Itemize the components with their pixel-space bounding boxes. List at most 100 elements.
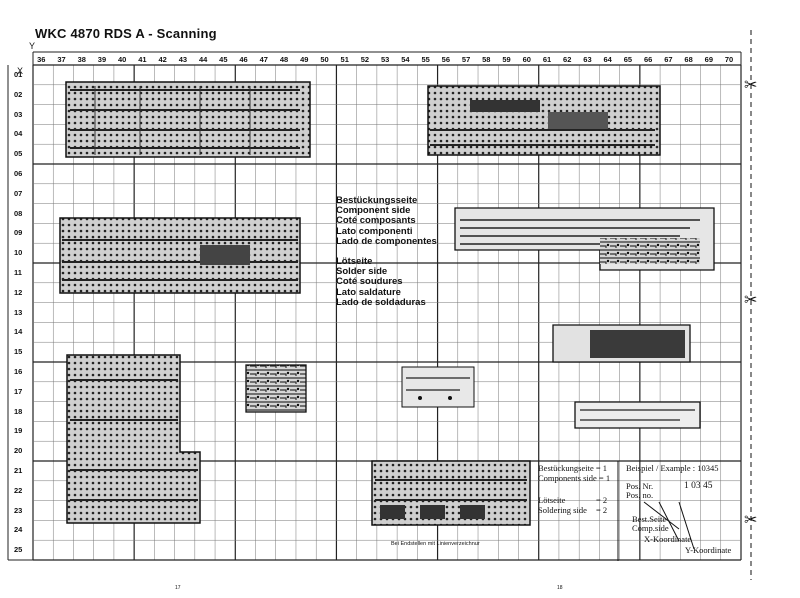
row-label: 01: [14, 69, 23, 79]
legend-best-seite: Best.Seite: [632, 514, 667, 524]
column-label: 69: [704, 55, 713, 64]
row-label: 24: [14, 525, 23, 535]
page-number-right: 18: [557, 585, 563, 591]
scissors-icon: ✂: [744, 77, 758, 94]
legend-solder-val-2: = 2: [596, 505, 608, 515]
pcb-board: [552, 324, 691, 363]
column-label: 43: [178, 55, 188, 64]
legend-x-koordinate: X-Koordinate: [644, 534, 692, 544]
row-label: 20: [14, 446, 23, 456]
column-label: 64: [603, 55, 612, 64]
column-label: 53: [381, 55, 390, 64]
column-label: 39: [97, 55, 107, 64]
row-label: 19: [14, 426, 23, 436]
column-label: 60: [522, 55, 531, 64]
column-label: 40: [118, 55, 127, 64]
row-label: 16: [14, 366, 23, 376]
row-label: 12: [14, 287, 23, 297]
pcb-board: [401, 366, 475, 408]
column-label: 42: [158, 55, 167, 64]
solder-side-line: Lado de soldaduras: [336, 296, 426, 308]
column-label: 63: [583, 55, 592, 64]
component-side-line: Coté composants: [336, 215, 416, 227]
legend-pos-no: Pos. no.: [626, 490, 654, 500]
legend-pos-digits: 1 03 45: [684, 481, 713, 491]
row-label: 09: [14, 228, 23, 238]
column-label: 66: [643, 55, 653, 64]
column-label: 59: [502, 55, 511, 64]
row-label: 25: [14, 545, 23, 555]
column-label: 41: [138, 55, 147, 64]
row-label: 06: [14, 168, 23, 178]
row-label: 14: [14, 327, 23, 337]
row-label: 04: [14, 129, 23, 139]
pcb-board: [427, 85, 661, 156]
y-axis-letter: Y: [29, 41, 36, 51]
pcb-board: [66, 354, 201, 524]
solder-side-line: Solder side: [336, 266, 388, 278]
component-side-line: Bestückungsseite: [336, 195, 418, 206]
column-label: 70: [724, 55, 734, 64]
legend-comp-de: Bestückungseite = 1: [538, 463, 608, 473]
component-side-line: Component side: [336, 205, 411, 217]
solder-side-line: Lato saldature: [336, 286, 401, 298]
row-label: 08: [14, 208, 23, 218]
row-label: 07: [14, 188, 23, 198]
solder-side-line: Lötseite: [336, 256, 373, 267]
row-label: 21: [14, 465, 23, 475]
row-label: 02: [14, 89, 23, 99]
column-label: 45: [219, 55, 228, 64]
pcb-board: [371, 460, 531, 526]
solder-side-line: Coté soudures: [336, 276, 403, 288]
column-label: 62: [563, 55, 572, 64]
column-label: 67: [664, 55, 673, 64]
column-label: 52: [360, 55, 370, 64]
scissors-icon: ✂: [744, 512, 758, 529]
pcb-board: [454, 207, 715, 271]
legend-comp-side: Comp.side: [632, 523, 669, 533]
component-side-line: Lado de componentes: [336, 235, 437, 247]
legend-box: Bestückungseite = 1 Components side = 1 …: [534, 461, 739, 561]
page-number-left: 17: [175, 585, 181, 591]
footnote: Bei Endstellen mit Linienverzeichnur: [391, 541, 480, 547]
column-label: 55: [421, 55, 430, 64]
column-label: 37: [57, 55, 66, 64]
row-label: 11: [14, 267, 22, 277]
legend-solder-val-1: = 2: [596, 495, 608, 505]
column-label: 61: [542, 55, 552, 64]
page-title: WKC 4870 RDS A - Scanning: [35, 26, 217, 41]
row-label: 22: [14, 485, 23, 495]
column-label: 56: [441, 55, 451, 64]
column-label: 46: [239, 55, 248, 64]
row-label: 15: [14, 347, 23, 357]
row-label: 13: [14, 307, 23, 317]
row-label: 10: [14, 248, 23, 258]
scissors-icon: ✂: [744, 292, 758, 309]
column-label: 48: [279, 55, 289, 64]
legend-pos-nr: Pos. Nr.: [626, 481, 654, 491]
legend-solder-en: Soldering side: [538, 505, 587, 515]
column-label: 65: [623, 55, 633, 64]
pcb-board: [245, 364, 307, 413]
component-side-label: Bestückungsseite Component side Coté com…: [336, 195, 437, 247]
x-axis-letter: X: [17, 66, 24, 76]
row-label: 05: [14, 149, 23, 159]
column-label: 36: [37, 55, 46, 64]
row-label: 23: [14, 505, 23, 515]
legend-comp-en: Components side = 1: [538, 473, 611, 483]
column-label: 51: [340, 55, 349, 64]
column-label: 38: [77, 55, 86, 64]
row-label: 17: [14, 386, 23, 396]
legend-solder-de: Lötseite: [538, 495, 566, 505]
pcb-board: [59, 217, 301, 294]
solder-side-label: Lötseite Solder side Coté soudures Lato …: [336, 256, 426, 308]
component-side-line: Lato componenti: [336, 225, 413, 237]
row-label: 03: [14, 109, 23, 119]
column-label: 57: [461, 55, 471, 64]
column-label: 58: [482, 55, 491, 64]
row-label: 18: [14, 406, 23, 416]
column-label: 49: [300, 55, 309, 64]
pcb-board: [65, 81, 311, 158]
legend-lines: [617, 461, 695, 561]
